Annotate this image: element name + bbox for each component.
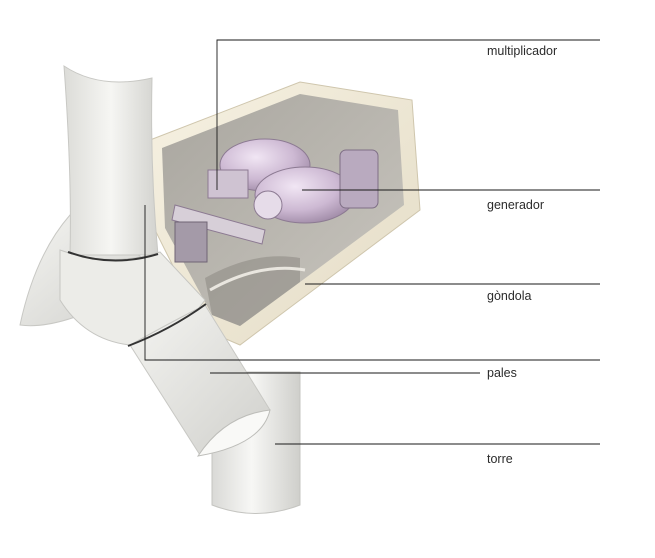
nacelle-floor <box>205 256 300 326</box>
leader-line-multiplicador <box>216 39 600 190</box>
leader-line-pales-upper <box>144 205 600 361</box>
generator-end <box>253 190 283 220</box>
bearing <box>174 221 208 263</box>
label-gondola: gòndola <box>487 289 532 303</box>
label-torre: torre <box>487 452 513 466</box>
generator-housing <box>339 149 379 209</box>
blade-tip-section <box>196 409 271 457</box>
label-multiplicador: multiplicador <box>487 44 558 58</box>
label-generador: generador <box>487 198 544 212</box>
main-shaft <box>171 204 266 245</box>
blade-up <box>63 65 159 256</box>
gearbox-mount <box>207 169 249 199</box>
blade-root-ring-bottom <box>127 303 207 347</box>
blade-root-ring-top <box>67 251 159 262</box>
label-pales: pales <box>487 366 517 380</box>
yaw-ring <box>209 266 306 292</box>
